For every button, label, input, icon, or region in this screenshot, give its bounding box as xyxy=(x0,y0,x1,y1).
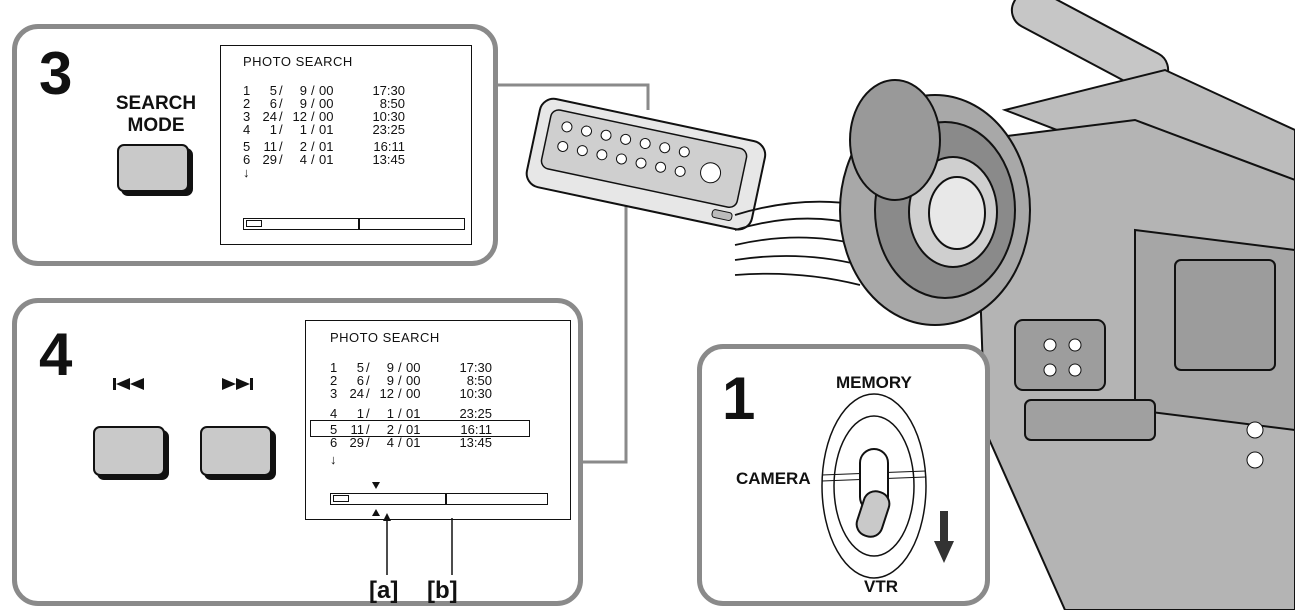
step-3-number: 3 xyxy=(39,40,73,107)
search-mode-label: SEARCH MODE xyxy=(101,93,211,137)
label-b: [b] xyxy=(427,577,458,604)
step-4-number: 4 xyxy=(39,321,73,388)
step-1-number: 1 xyxy=(722,365,756,432)
skip-next-button[interactable] xyxy=(200,426,272,476)
pointer-lines xyxy=(383,513,453,575)
down-arrow-icon: ↓ xyxy=(330,452,337,467)
switch-label-vtr: VTR xyxy=(864,577,898,596)
step-1-panel: 1 MEMORY CAMERA VTR xyxy=(697,344,990,606)
label-a: [a] xyxy=(369,577,399,604)
position-markers xyxy=(372,482,380,516)
tape-icon xyxy=(246,220,262,227)
screen-title: PHOTO SEARCH xyxy=(330,330,440,345)
screen-title: PHOTO SEARCH xyxy=(243,54,353,69)
skip-next-icon xyxy=(222,378,253,390)
remote-control-illustration xyxy=(525,97,767,231)
bar-divider xyxy=(445,494,447,504)
skip-previous-button[interactable] xyxy=(93,426,165,476)
search-mode-button[interactable] xyxy=(117,144,189,192)
search-mode-label-line1: SEARCH xyxy=(115,93,197,114)
tape-position-bar xyxy=(330,493,548,505)
down-arrow-icon: ↓ xyxy=(243,165,250,180)
tape-position-bar xyxy=(243,218,465,230)
switch-label-memory: MEMORY xyxy=(836,373,912,392)
skip-previous-icon xyxy=(113,378,144,390)
search-mode-label-line2: MODE xyxy=(127,115,185,136)
selection-highlight xyxy=(310,420,530,437)
bar-divider xyxy=(358,219,360,229)
switch-label-camera: CAMERA xyxy=(736,469,811,488)
tape-icon xyxy=(333,495,349,502)
power-switch[interactable] xyxy=(812,391,972,591)
